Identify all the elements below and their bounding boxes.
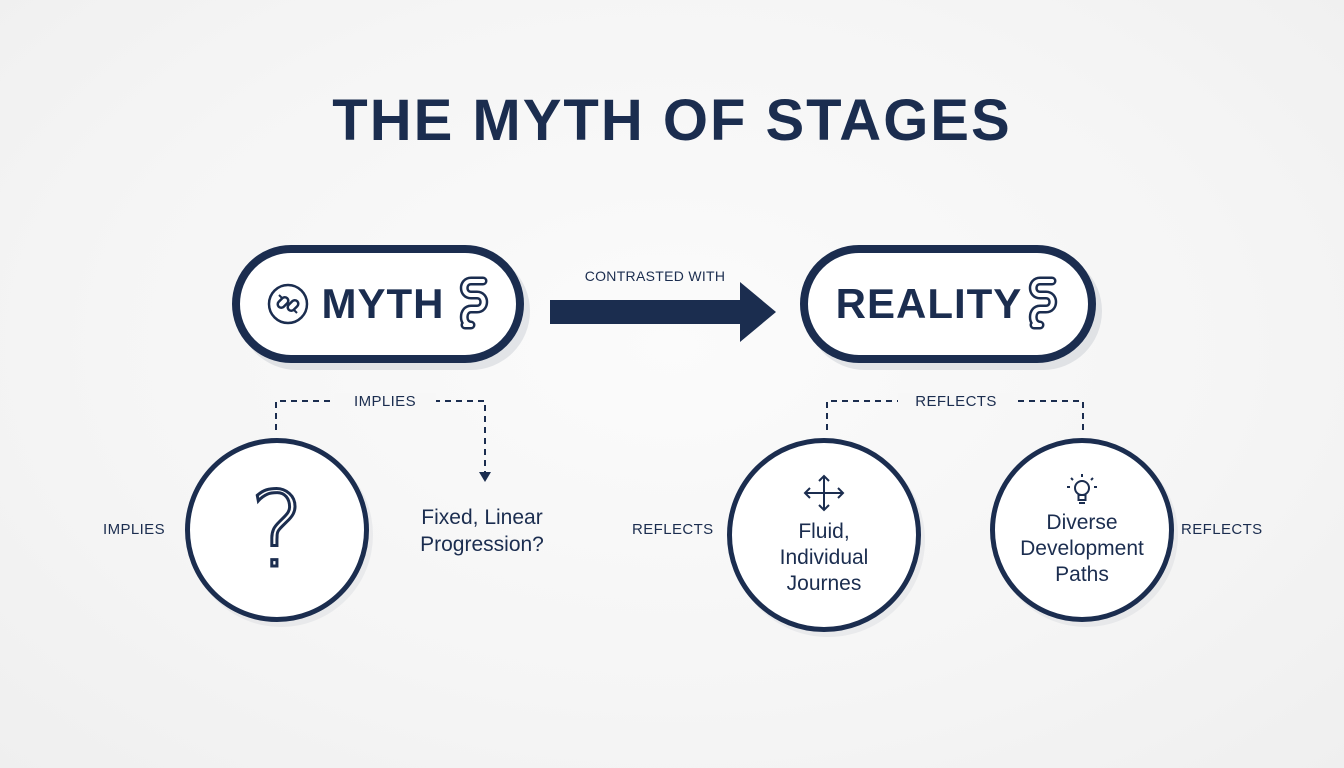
implies-side-label: IMPLIES <box>103 521 165 538</box>
myth-pill: MYTH <box>232 245 524 363</box>
broken-link-icon <box>266 282 310 326</box>
reflects-right-label: REFLECTS <box>1181 521 1263 538</box>
reflects-left-label: REFLECTS <box>632 521 714 538</box>
implies-connector-label: IMPLIES <box>334 393 436 410</box>
four-way-arrows-icon <box>801 473 847 513</box>
question-circle: ? <box>185 438 369 622</box>
diverse-paths-circle: Diverse Development Paths <box>990 438 1174 622</box>
fluid-line3: Journes <box>786 572 862 596</box>
myth-label: MYTH <box>321 280 445 327</box>
page-title: THE MYTH OF STAGES <box>332 88 1012 153</box>
reality-label: REALITY <box>835 280 1023 327</box>
winding-path-icon <box>457 275 491 333</box>
reality-pill: REALITY <box>800 245 1096 363</box>
implies-arrowhead <box>479 472 491 482</box>
reflects-connector-label: REFLECTS <box>898 393 1014 410</box>
diverse-line1: Diverse <box>1046 510 1118 534</box>
fixed-linear-text: Fixed, Linear Progression? <box>400 504 564 559</box>
diverse-line2: Development <box>1020 536 1144 560</box>
diverse-line3: Paths <box>1055 563 1109 587</box>
contrast-arrow <box>550 282 776 342</box>
lightbulb-icon <box>1064 472 1100 506</box>
question-mark-icon: ? <box>248 469 306 591</box>
fluid-line1: Fluid, <box>798 519 850 543</box>
fluid-line2: Individual <box>779 545 869 569</box>
fixed-linear-line2: Progression? <box>420 533 544 557</box>
fixed-linear-line1: Fixed, Linear <box>421 506 543 529</box>
fluid-journeys-circle: Fluid, Individual Journes <box>727 438 921 632</box>
contrast-label: CONTRASTED WITH <box>584 268 726 284</box>
winding-path-icon <box>1026 275 1060 333</box>
